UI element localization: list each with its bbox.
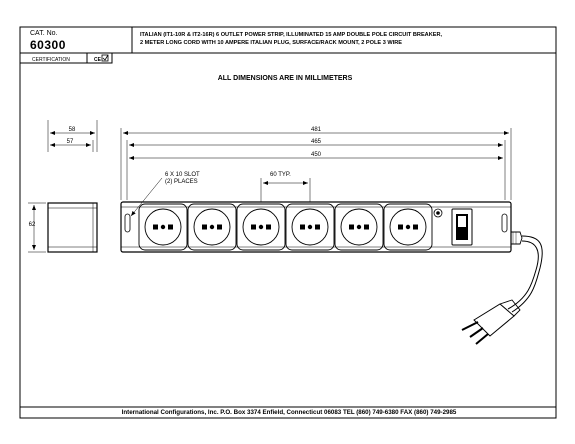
certification-box [19,52,113,64]
outlet-1 [138,203,188,251]
outlet-6 [383,203,433,251]
dim-overall-length: 481 [310,127,321,133]
slot-label-line-1: 6 X 10 SLOT [165,172,200,178]
certification-mark-icon [433,208,443,218]
certification-value: CE [94,56,101,63]
outlet-2 [187,203,237,251]
outlet-4 [285,203,335,251]
outlet-3 [236,203,286,251]
dim-length-450: 450 [310,152,321,158]
dim-length-465: 465 [310,139,321,145]
cord-strain-relief [511,231,523,245]
outlet-5 [334,203,384,251]
slot-leader [130,177,163,217]
slot-label: 6 X 10 SLOT (2) PLACES [165,172,200,186]
circuit-breaker-switch-icon [451,208,473,246]
dim-height: 62 [28,222,36,228]
product-description: ITALIAN (IT1-10R & IT2-16R) 6 OUTLET POW… [140,31,540,47]
power-strip-body [120,201,512,253]
outlet-spacing-label: 60 TYP. [270,172,291,178]
sheet-border [19,26,557,419]
mounting-slot-right [501,213,508,233]
dim-width: 58 [68,127,76,133]
cat-number-value: 60300 [30,38,66,52]
certification-label: CERTIFICATION [32,56,70,63]
description-line-1: ITALIAN (IT1-10R & IT2-16R) 6 OUTLET POW… [140,32,443,38]
dim-width-inner: 57 [66,139,74,145]
description-line-2: 2 METER LONG CORD WITH 10 AMPERE ITALIAN… [140,40,402,46]
company-footer: International Configurations, Inc. P.O. … [121,409,457,416]
italian-plug-icon [461,299,521,345]
cat-number-label: CAT. No. [30,30,58,37]
power-cord [511,235,543,313]
slot-label-line-2: (2) PLACES [165,179,198,185]
checkbox-icon [101,54,109,62]
mounting-slot-left [124,213,131,233]
end-view-body [47,202,98,253]
dimensions-note: ALL DIMENSIONS ARE IN MILLIMETERS [217,75,353,82]
